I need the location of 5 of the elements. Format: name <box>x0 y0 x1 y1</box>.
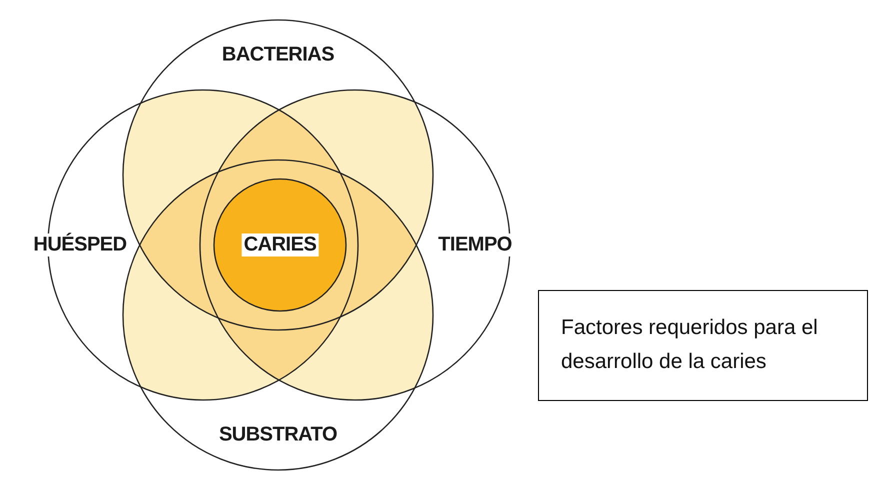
venn-circle <box>214 179 346 311</box>
caption-text: Factores requeridos para el desarrollo de la caries <box>561 315 819 375</box>
circle-label: CARIES <box>242 234 318 256</box>
circle-label: TIEMPO <box>436 234 514 256</box>
caption-box <box>538 290 868 401</box>
